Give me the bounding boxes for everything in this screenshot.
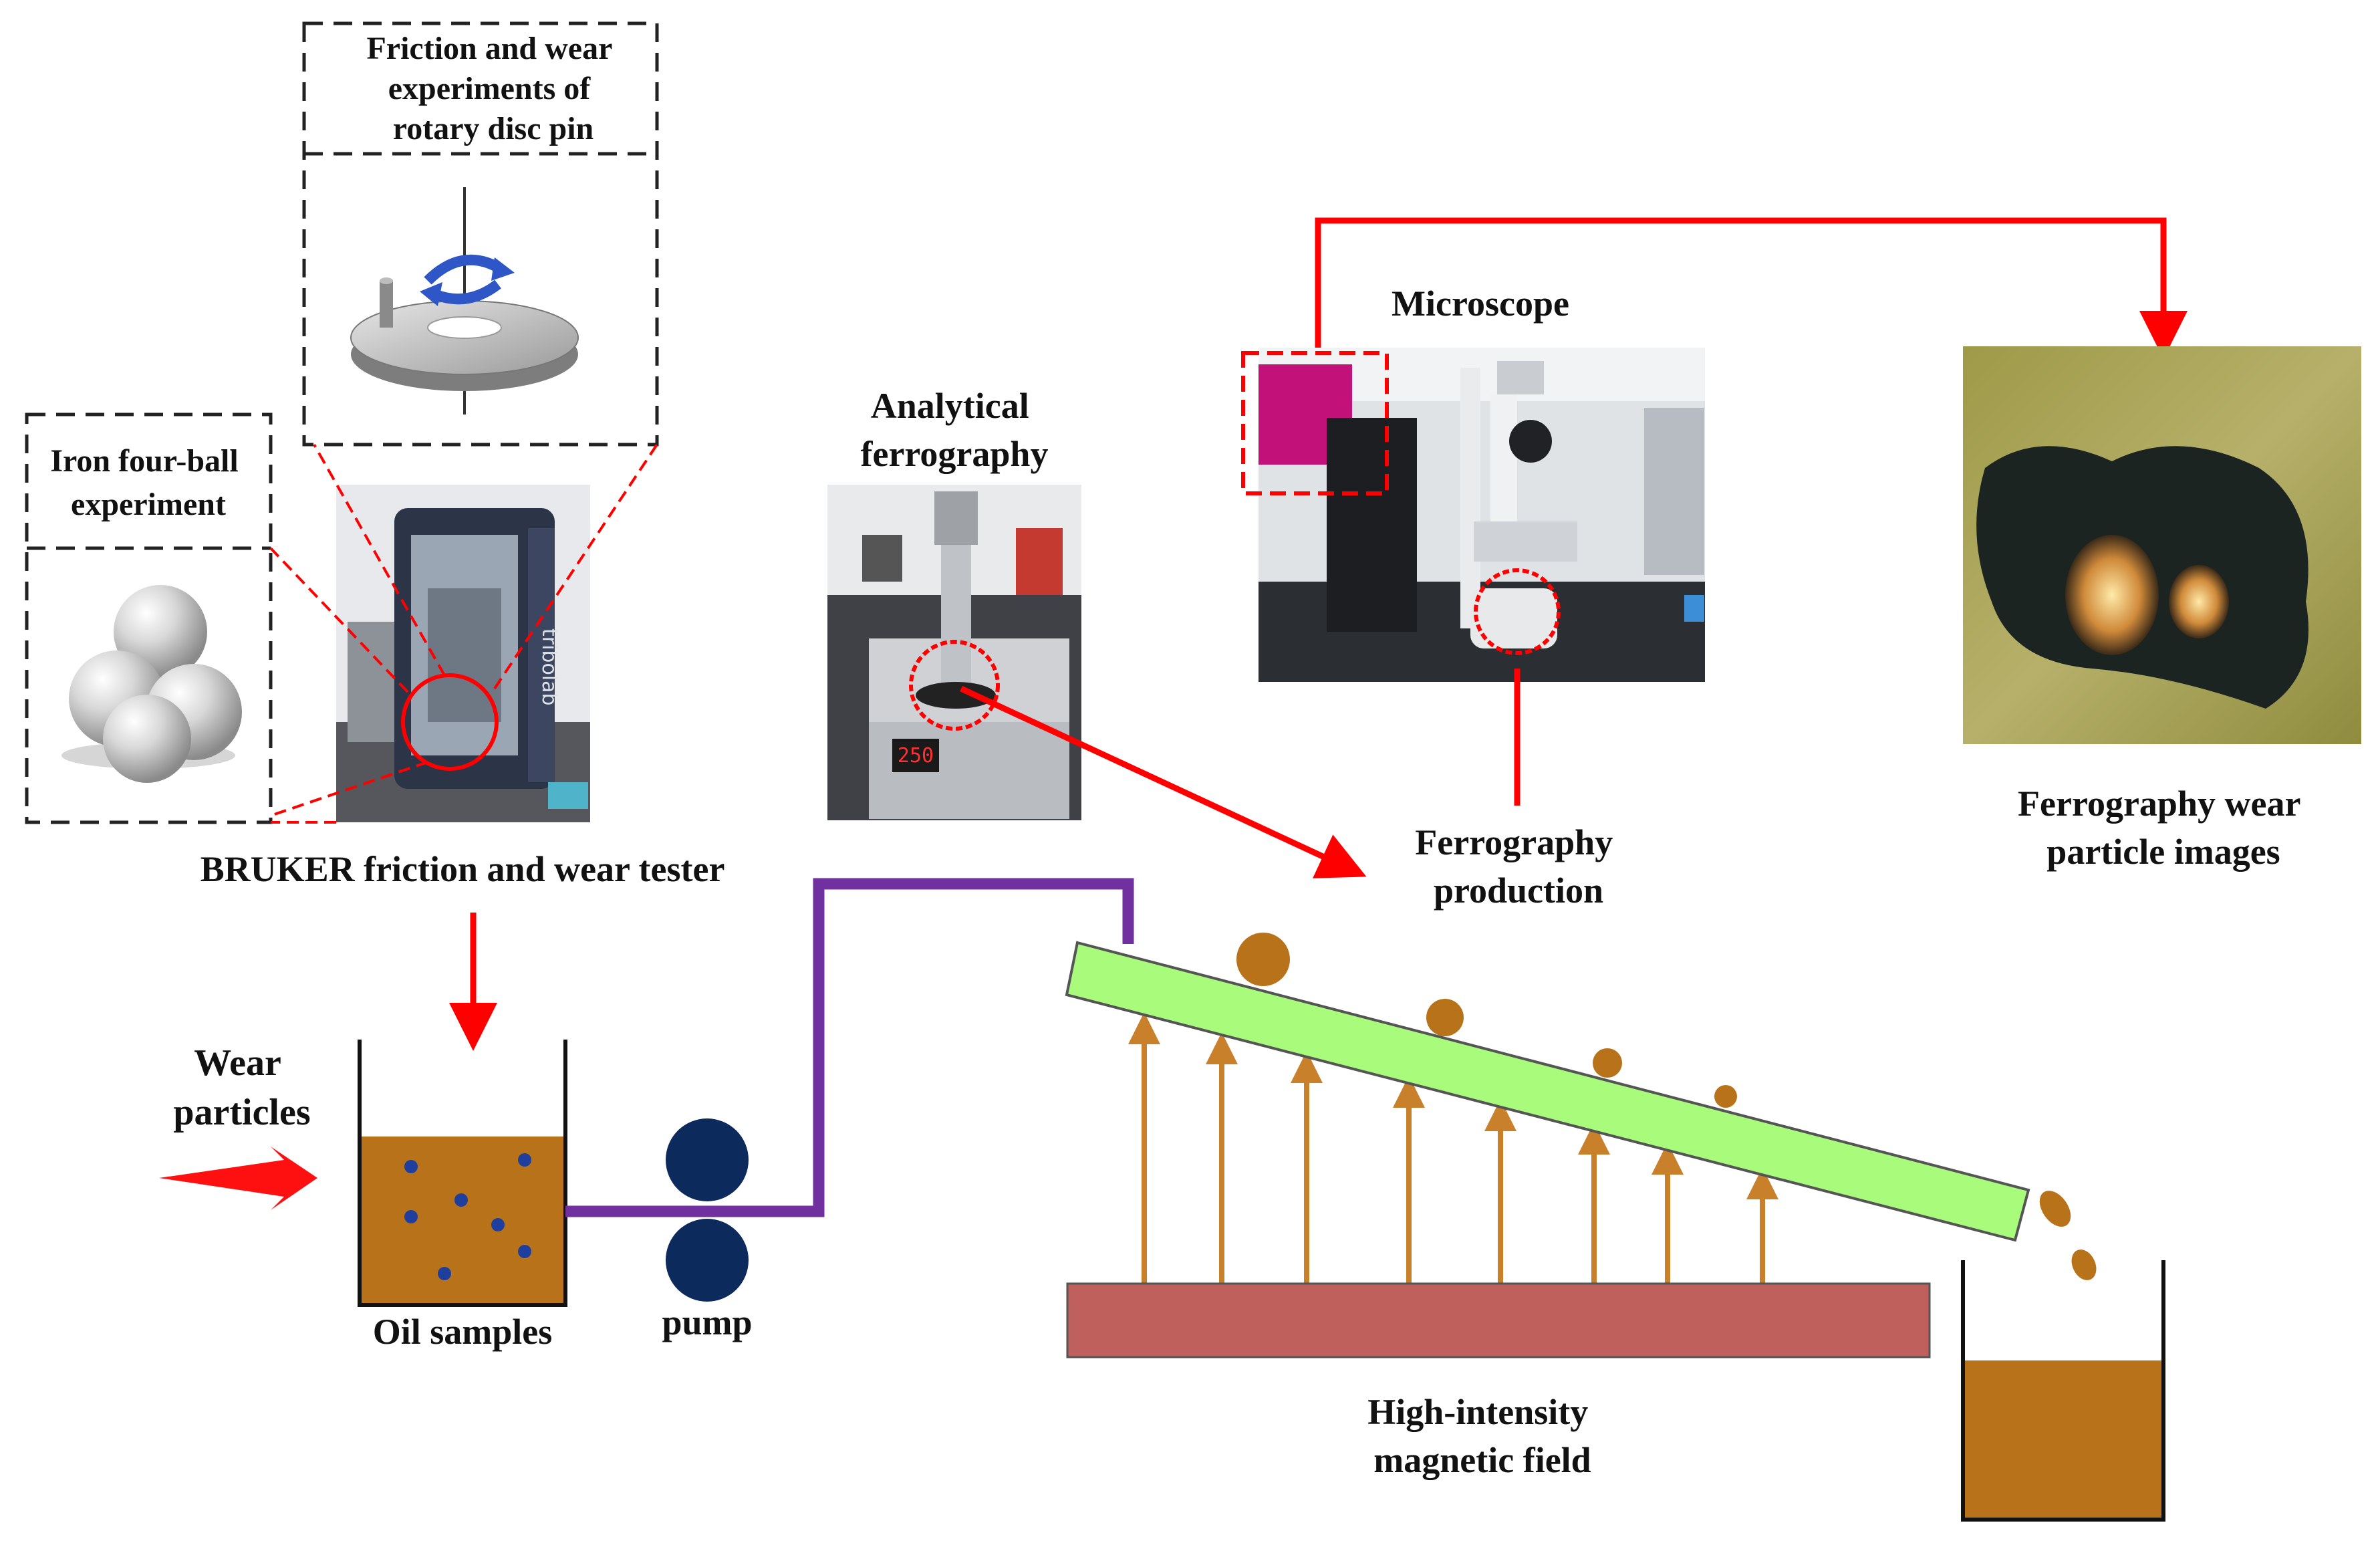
- svg-text:High-intensity magnetic fi: High-intensity magnetic field: [1367, 1392, 1597, 1480]
- svg-text:Friction and wear experi: Friction and wear experiments of rotary …: [366, 31, 620, 146]
- svg-text:250: 250: [898, 744, 934, 767]
- magnetic-field-label-line-1: High-intensity: [1367, 1392, 1588, 1432]
- svg-text:Iron four-ball experimen: Iron four-ball experiment: [50, 443, 246, 522]
- oil-sample-beaker: [358, 1040, 567, 1307]
- magnetic-field-label-line-2: magnetic field: [1373, 1440, 1591, 1480]
- ferrography-slide: [1065, 941, 2030, 1242]
- bruker-label: BRUKER friction and wear tester: [201, 849, 725, 889]
- analytical-label-line-1: Analytical: [871, 386, 1029, 426]
- analytical-ferrograph-photo: 250: [827, 485, 1081, 820]
- magnetic-field-arrows: [1128, 1012, 1778, 1284]
- microscope-label: Microscope: [1392, 283, 1569, 324]
- connector-line: [270, 761, 428, 817]
- wear-particles-label-line-2: particles: [173, 1092, 310, 1133]
- wear-particles-label-line-1: Wear: [194, 1042, 281, 1084]
- rotary-title-line-1: Friction and wear: [366, 31, 612, 66]
- rotary-title-line-2: experiments of: [388, 71, 591, 106]
- four-ball-panel: Iron four-ball experiment: [25, 412, 273, 824]
- analytical-label-line-2: ferrography: [861, 434, 1049, 474]
- connector-line: [313, 444, 446, 676]
- wear-particles-arrow: [159, 1147, 317, 1210]
- oil-tube: [565, 878, 1134, 1217]
- wear-particle-image: [1963, 346, 2361, 744]
- rotary-disc-pin-icon: [350, 187, 579, 414]
- svg-text:Ferrography wear particle: Ferrography wear particle images: [2018, 784, 2309, 872]
- connector-line: [269, 547, 409, 693]
- pump-rollers: [666, 1118, 749, 1302]
- bruker-tester-photo: tribolab: [336, 485, 590, 822]
- four-ball-title-line-1: Iron four-ball: [50, 443, 238, 479]
- magnet-bar: [1066, 1282, 1931, 1358]
- four-ball-icon: [61, 585, 242, 783]
- oil-samples-label: Oil samples: [373, 1312, 553, 1352]
- microscope-to-images-arrow: [1315, 217, 2188, 359]
- microscope-photo: [1241, 348, 1705, 682]
- production-label-line-2: production: [1434, 870, 1603, 911]
- slide-particles: [1236, 933, 2097, 1280]
- svg-text:Wear particles: Wear particles: [173, 1042, 310, 1133]
- svg-text:tribolab: tribolab: [537, 628, 561, 706]
- svg-text:Ferrography production: Ferrography production: [1415, 822, 1621, 911]
- production-label-line-1: Ferrography: [1415, 822, 1613, 862]
- rotary-title-line-3: rotary disc pin: [393, 111, 593, 146]
- collection-beaker: [1961, 1260, 2165, 1522]
- pump-label: pump: [662, 1302, 752, 1342]
- images-label-line-1: Ferrography wear: [2018, 784, 2300, 824]
- connector-line: [493, 443, 658, 690]
- rotary-disc-pin-panel: Friction and wear experiments of rotary …: [302, 21, 659, 447]
- four-ball-title-line-2: experiment: [71, 487, 226, 522]
- images-label-line-2: particle images: [2046, 832, 2280, 872]
- svg-text:Analytical ferrography: Analytical ferrography: [861, 386, 1049, 474]
- ferrograph-to-production-arrow: [960, 685, 1367, 878]
